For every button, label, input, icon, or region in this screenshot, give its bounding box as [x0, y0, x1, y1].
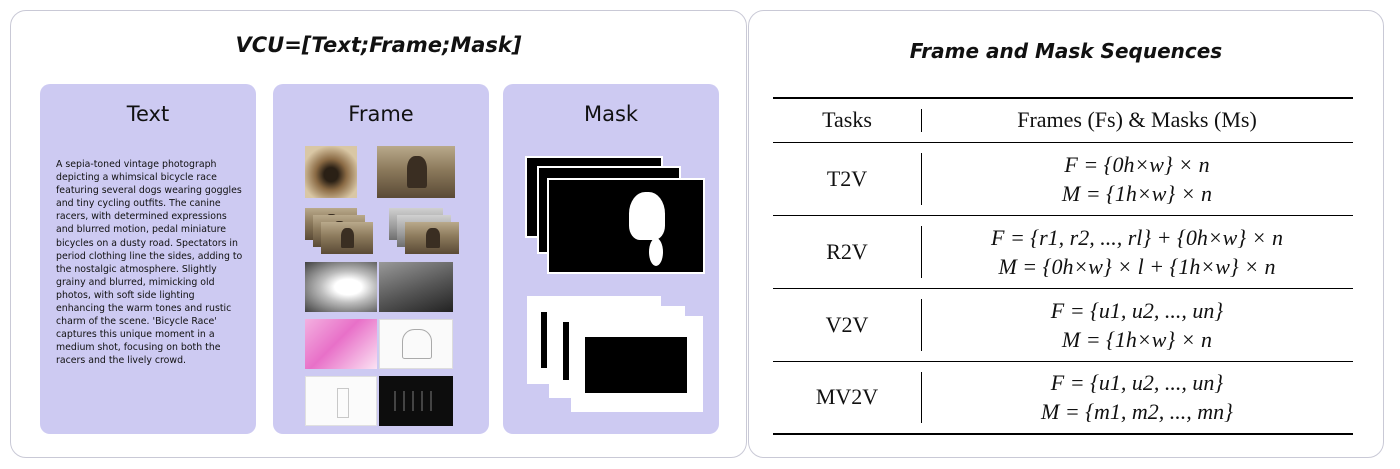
masks-formula: M = {m1, m2, ..., mn} [1041, 399, 1233, 425]
formula-cell: F = {u1, u2, ..., un} M = {1h×w} × n [921, 288, 1353, 361]
frames-formula: F = {r1, r2, ..., rl} + {0h×w} × n [991, 224, 1283, 250]
table-row: T2V F = {0h×w} × n M = {1h×w} × n [773, 142, 1353, 215]
task-cell: T2V [826, 165, 868, 191]
frame-card-title: Frame [348, 102, 414, 126]
frames-formula: F = {u1, u2, ..., un} [1050, 297, 1224, 323]
text-card-title: Text [126, 102, 170, 126]
frame-thumb-race [377, 146, 455, 198]
frame-thumb-gray [379, 262, 453, 312]
task-cell: V2V [825, 311, 869, 337]
mask-bar-1 [541, 312, 547, 368]
frame-thumb-dog [305, 146, 357, 198]
frame-stack-front [321, 222, 373, 254]
frames-formula: F = {0h×w} × n [1064, 151, 1210, 177]
text-card: Text A sepia-toned vintage photograph de… [40, 84, 256, 434]
table-header-row: Tasks Frames (Fs) & Masks (Ms) [773, 98, 1353, 142]
masks-formula: M = {1h×w} × n [1061, 180, 1213, 206]
formula-cell: F = {0h×w} × n M = {1h×w} × n [921, 142, 1353, 215]
table-row: MV2V F = {u1, u2, ..., un} M = {m1, m2, … [773, 361, 1353, 434]
frame-thumb-flow [305, 319, 377, 369]
frame-thumb-blank [305, 376, 377, 426]
vcu-panel: VCU=[Text;Frame;Mask] Text A sepia-toned… [10, 10, 747, 458]
text-prompt: A sepia-toned vintage photograph depicti… [56, 159, 243, 367]
frame-thumb-depth [305, 262, 377, 312]
table-row: R2V F = {r1, r2, ..., rl} + {0h×w} × n M… [773, 215, 1353, 288]
task-table: Tasks Frames (Fs) & Masks (Ms) T2V F = {… [773, 97, 1353, 435]
task-cell: MV2V [815, 384, 879, 410]
mask-card-title: Mask [583, 102, 639, 126]
frame-thumb-pose [379, 376, 453, 426]
sequences-title: Frame and Mask Sequences [909, 39, 1223, 63]
masks-formula: M = {1h×w} × n [1061, 326, 1213, 352]
mask-card: Mask [503, 84, 719, 434]
formula-cell: F = {u1, u2, ..., un} M = {m1, m2, ..., … [921, 361, 1353, 434]
mask-bar-2 [563, 322, 569, 380]
mask-black-rect [585, 337, 687, 393]
table-row: V2V F = {u1, u2, ..., un} M = {1h×w} × n [773, 288, 1353, 361]
mask-black-front [547, 178, 705, 274]
frame-stack2-front [405, 222, 459, 254]
vcu-title: VCU=[Text;Frame;Mask] [235, 33, 522, 57]
header-tasks: Tasks [822, 107, 872, 133]
formula-cell: F = {r1, r2, ..., rl} + {0h×w} × n M = {… [921, 215, 1353, 288]
frame-thumb-sketch [379, 319, 453, 369]
frame-card: Frame [273, 84, 489, 434]
masks-formula: M = {0h×w} × l + {1h×w} × n [998, 253, 1276, 279]
mask-foreground-wheel [649, 238, 663, 266]
mask-foreground-shape [629, 192, 665, 240]
frames-formula: F = {u1, u2, ..., un} [1050, 370, 1224, 396]
task-cell: R2V [826, 238, 868, 264]
header-frames-masks: Frames (Fs) & Masks (Ms) [921, 98, 1353, 142]
sequences-panel: Frame and Mask Sequences Tasks Frames (F… [748, 10, 1384, 458]
